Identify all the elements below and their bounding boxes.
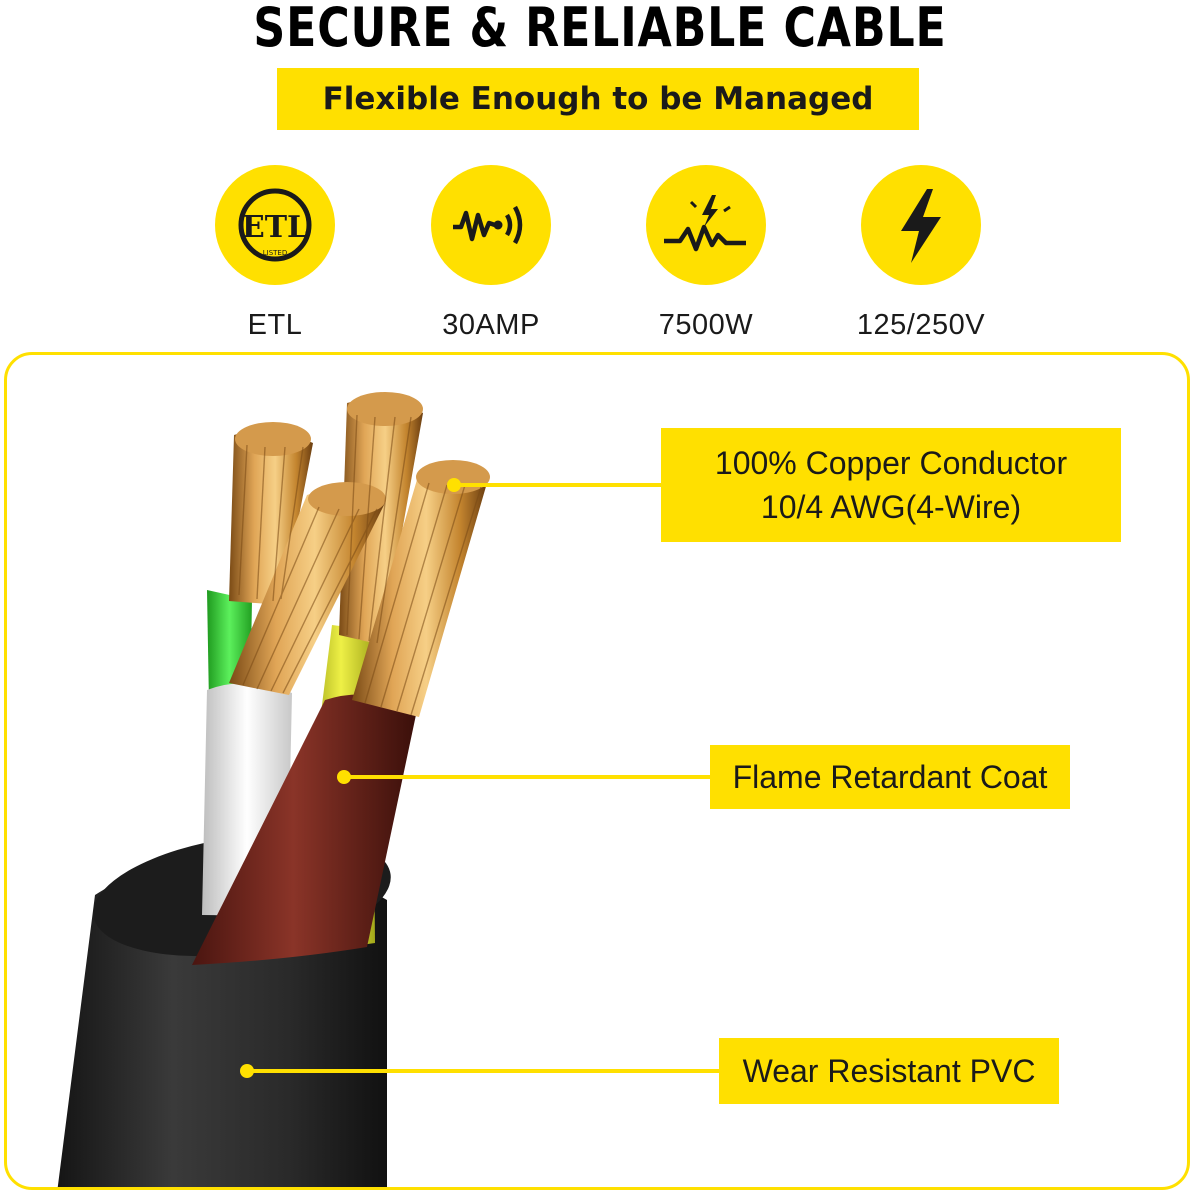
feature-7500w: 7500W [631,165,781,342]
callout-copper-conductor: 100% Copper Conductor 10/4 AWG(4-Wire) [661,428,1121,542]
page-title: SECURE & RELIABLE CABLE [253,0,947,59]
etl-listed-icon: ETL LISTED [215,165,335,285]
feature-label-etl: ETL [247,309,303,341]
feature-30amp: 30AMP [416,165,566,342]
feature-label-7500w: 7500W [658,309,754,341]
feature-label-125-250v: 125/250V [856,309,986,341]
callout-copper-line1: 100% Copper Conductor [714,445,1068,481]
svg-text:LISTED: LISTED [263,249,288,257]
cable-illustration-panel: 100% Copper Conductor 10/4 AWG(4-Wire) F… [4,352,1190,1190]
feature-label-30amp: 30AMP [442,309,540,341]
callout-flame-label: Flame Retardant Coat [732,759,1048,795]
svg-text:ETL: ETL [242,210,308,245]
callout-copper-line2: 10/4 AWG(4-Wire) [760,489,1022,525]
subtitle-banner: Flexible Enough to be Managed [277,68,919,130]
cable-illustration [57,392,490,1187]
feature-125-250v: 125/250V [846,165,996,342]
callout-flame-retardant: Flame Retardant Coat [710,745,1070,809]
lightning-bolt-icon [861,165,981,285]
callout-wear-resistant: Wear Resistant PVC [719,1038,1059,1104]
subtitle-text: Flexible Enough to be Managed [322,81,874,117]
feature-etl: ETL LISTED ETL [200,165,350,342]
callout-pvc-label: Wear Resistant PVC [742,1053,1036,1089]
power-surge-icon [646,165,766,285]
current-wave-icon [431,165,551,285]
